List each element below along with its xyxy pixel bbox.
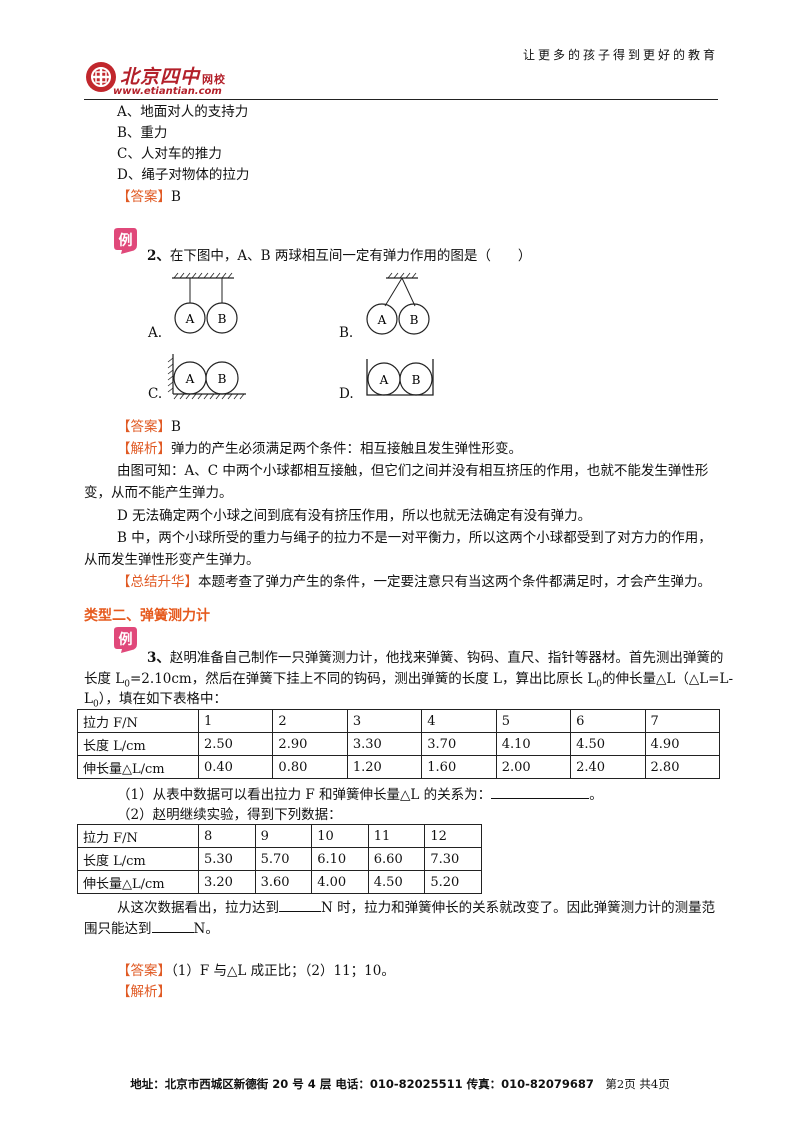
- logo-name: 北京四中网校: [120, 66, 227, 88]
- svg-text:B: B: [412, 373, 421, 387]
- table-row: 拉力 F/N 1 2 3 4 5 6 7: [77, 709, 721, 733]
- figure-label-d: D.: [339, 386, 354, 402]
- table-row: 长度 L/cm 5.30 5.70 6.10 6.60 7.30: [77, 847, 482, 871]
- svg-text:A: A: [185, 372, 195, 386]
- q1-answer: 【答案】B: [117, 189, 181, 205]
- q2-analysis-line-6: 从而发生弹性形变产生弹力。: [84, 552, 260, 568]
- logo-url: www.etiantian.com: [113, 86, 222, 97]
- q3-answer: 【答案】（1）F 与△L 成正比；（2）11；10。: [117, 963, 395, 979]
- q2-analysis-line-1: 【解析】弹力的产生必须满足两个条件：相互接触且发生弹性形变。: [117, 441, 522, 457]
- answer-blank: [151, 920, 194, 933]
- svg-text:例: 例: [119, 631, 133, 648]
- q2-analysis-line-2: 由图可知：A、C 中两个小球都相互接触，但它们之间并没有相互挤压的作用，也就不能…: [117, 463, 709, 479]
- q3-stem-line-1: 3、赵明准备自己制作一只弹簧测力计，他找来弹簧、钩码、直尺、指针等器材。首先测出…: [147, 650, 724, 666]
- q3-stem-line-3: L0），填在如下表格中：: [84, 691, 227, 710]
- table-row: 伸长量△L/cm 0.40 0.80 1.20 1.60 2.00 2.40 2…: [77, 755, 721, 779]
- svg-text:A: A: [185, 312, 195, 326]
- header-slogan: 让更多的孩子得到更好的教育: [522, 48, 718, 62]
- q2-answer: 【答案】B: [117, 419, 181, 435]
- table-row: 伸长量△L/cm 3.20 3.60 4.00 4.50 5.20: [77, 870, 482, 894]
- table-row: 长度 L/cm 2.50 2.90 3.30 3.70 4.10 4.50 4.…: [77, 732, 721, 756]
- example-badge-icon: 例: [112, 227, 137, 254]
- page-footer: 地址：北京市西城区新德街 20 号 4 层 电话：010-82025511 传真…: [130, 1077, 670, 1091]
- q1-option-c: C、人对车的推力: [117, 146, 222, 162]
- figure-label-b: B.: [339, 325, 354, 341]
- q2-stem: 2、在下图中，A、B 两球相互间一定有弹力作用的图是（ ）: [147, 248, 532, 264]
- q2-analysis-line-4: D 无法确定两个小球之间到底有没有挤压作用，所以也就无法确定有没有弹力。: [117, 508, 592, 524]
- data-table-2: 拉力 F/N 8 9 10 11 12 长度 L/cm 5.30 5.70 6.…: [77, 824, 482, 894]
- q3-stem-line-2: 长度 L0=2.10cm，然后在弹簧下挂上不同的钩码，测出弹簧的长度 L，算出比…: [84, 671, 734, 690]
- svg-text:例: 例: [119, 232, 133, 249]
- figure-d: A B: [366, 359, 434, 396]
- logo-seal-icon: [86, 62, 116, 92]
- figure-label-a: A.: [148, 325, 163, 341]
- q1-option-a: A、地面对人的支持力: [117, 104, 249, 120]
- figure-c: A B: [167, 354, 246, 400]
- svg-text:B: B: [218, 312, 227, 326]
- header-divider: [84, 99, 718, 100]
- svg-text:A: A: [379, 373, 389, 387]
- q3-sub-question-2: （2）赵明继续实验，得到下列数据：: [117, 807, 342, 823]
- q2-analysis-line-3: 变，从而不能产生弹力。: [84, 485, 233, 501]
- svg-text:B: B: [218, 372, 227, 386]
- table-row: 拉力 F/N 8 9 10 11 12: [77, 824, 482, 848]
- q1-option-b: B、重力: [117, 125, 168, 141]
- data-table-1: 拉力 F/N 1 2 3 4 5 6 7 长度 L/cm 2.50 2.90 3…: [77, 709, 721, 779]
- q3-sub-question-1: （1）从表中数据可以看出拉力 F 和弹簧伸长量△L 的关系为：。: [117, 786, 603, 803]
- q2-summary: 【总结升华】本题考查了弹力产生的条件，一定要注意只有当这两个条件都满足时，才会产…: [117, 574, 711, 590]
- q1-option-d: D、绳子对物体的拉力: [117, 167, 250, 183]
- section-title: 类型二、弹簧测力计: [84, 608, 210, 624]
- figure-a: A B: [172, 272, 238, 334]
- example-badge-icon: 例: [112, 626, 137, 653]
- figure-b: A B: [366, 272, 430, 335]
- answer-blank: [491, 786, 590, 799]
- q3-analysis: 【解析】: [117, 984, 171, 1000]
- svg-text:B: B: [410, 313, 419, 327]
- q2-analysis-line-5: B 中，两个小球所受的重力与绳子的拉力不是一对平衡力，所以这两个小球都受到了对方…: [117, 530, 712, 546]
- svg-text:A: A: [377, 313, 387, 327]
- page-number: 第2页 共4页: [605, 1077, 670, 1091]
- answer-blank: [279, 899, 321, 912]
- figure-label-c: C.: [148, 386, 163, 402]
